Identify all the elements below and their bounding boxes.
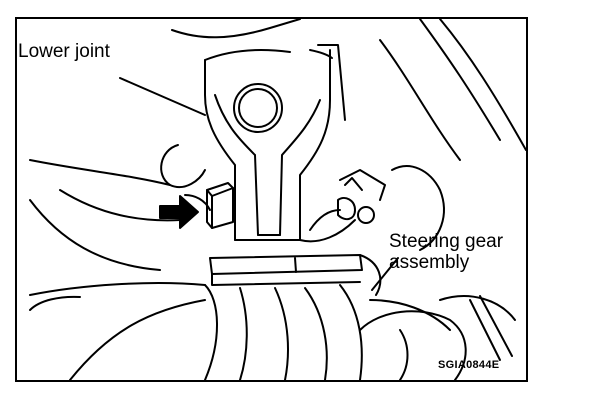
steering-gear-label-line1: Steering gear xyxy=(389,231,504,252)
clamp-bolt xyxy=(299,165,445,251)
steering-gear-label-line2: assembly xyxy=(389,252,470,273)
background-lines xyxy=(29,19,526,271)
marked-block xyxy=(206,182,234,229)
lower-joint-leader xyxy=(119,77,206,116)
figure-code: SGIA0844E xyxy=(438,359,500,371)
steering-gear-leader xyxy=(371,257,399,291)
background-shape-left xyxy=(160,144,211,211)
lower-joint-yoke xyxy=(171,19,346,241)
indicator-arrow xyxy=(159,195,199,229)
lower-joint-label: Lower joint xyxy=(18,41,110,62)
steering-gear-assembly xyxy=(29,254,516,380)
